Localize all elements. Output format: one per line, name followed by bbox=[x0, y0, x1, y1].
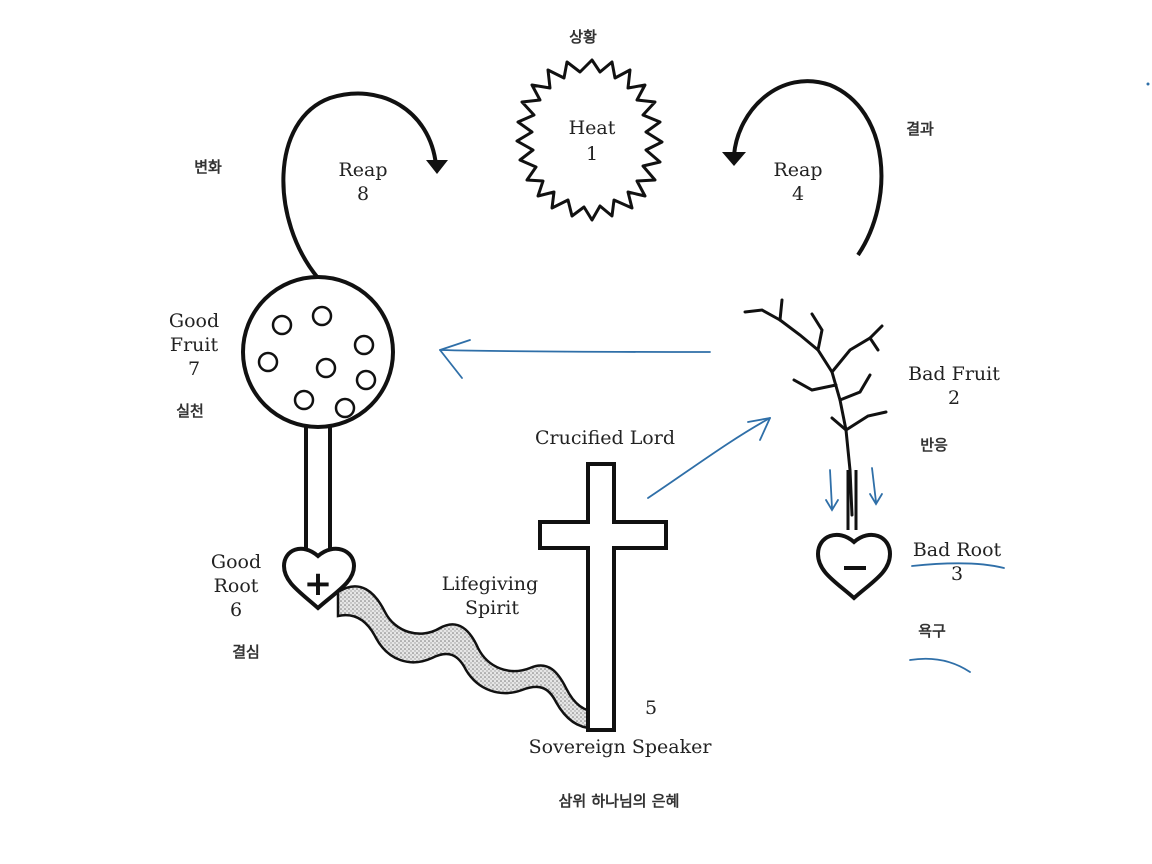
label-good-root-1: Good bbox=[211, 551, 261, 573]
underline-desire bbox=[910, 659, 970, 672]
arrow-bad-to-good bbox=[440, 350, 710, 352]
label-practice-kr: 실천 bbox=[176, 402, 204, 420]
label-decision-kr: 결심 bbox=[232, 643, 260, 661]
label-reaction-kr: 반응 bbox=[920, 436, 948, 454]
label-desire-kr: 욕구 bbox=[918, 622, 946, 640]
label-good-fruit-num: 7 bbox=[188, 358, 200, 380]
label-sovereign-speaker: Sovereign Speaker bbox=[529, 736, 713, 758]
label-situation-kr: 상황 bbox=[569, 28, 597, 46]
bad-root-minus bbox=[844, 566, 866, 570]
label-heat: Heat bbox=[569, 117, 616, 139]
label-lifegiving-2: Spirit bbox=[465, 597, 519, 619]
reap-right-arrowhead bbox=[722, 152, 746, 166]
label-lifegiving-1: Lifegiving bbox=[442, 573, 538, 595]
arrow-down-right bbox=[870, 468, 882, 504]
label-good-fruit-2: Fruit bbox=[170, 334, 219, 356]
label-good-fruit-1: Good bbox=[169, 310, 219, 332]
label-cross-num: 5 bbox=[645, 697, 657, 719]
sun-shape bbox=[517, 60, 662, 220]
label-bad-fruit: Bad Fruit bbox=[908, 363, 1000, 385]
good-tree-trunk bbox=[306, 426, 330, 555]
reap-left-arrowhead bbox=[426, 160, 448, 174]
bad-tree bbox=[745, 300, 886, 515]
label-good-root-2: Root bbox=[214, 575, 259, 597]
label-reap-left: Reap bbox=[338, 159, 387, 181]
label-good-root-num: 6 bbox=[230, 599, 242, 621]
label-reap-left-num: 8 bbox=[357, 183, 369, 205]
label-change-kr: 변화 bbox=[194, 158, 222, 176]
label-reap-right-num: 4 bbox=[792, 183, 804, 205]
label-heat-num: 1 bbox=[586, 143, 598, 165]
dot-mark bbox=[1147, 83, 1150, 86]
good-root-plus: + bbox=[304, 564, 333, 604]
label-bad-root-num: 3 bbox=[951, 563, 963, 585]
label-bad-fruit-num: 2 bbox=[948, 387, 960, 409]
label-grace-kr: 삼위 하나님의 은혜 bbox=[559, 792, 680, 810]
label-reap-right: Reap bbox=[773, 159, 822, 181]
arrow-down-left bbox=[826, 470, 838, 510]
label-crucified-lord: Crucified Lord bbox=[535, 427, 675, 449]
label-result-kr: 결과 bbox=[906, 120, 934, 138]
label-bad-root: Bad Root bbox=[913, 539, 1002, 561]
